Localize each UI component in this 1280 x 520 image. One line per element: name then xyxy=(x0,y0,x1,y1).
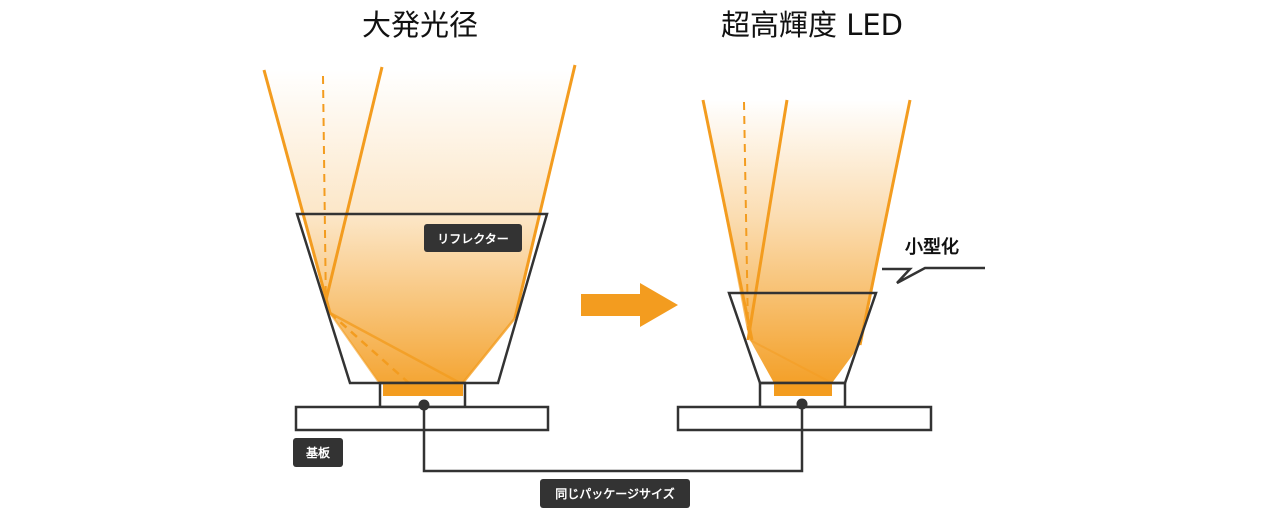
reflector-label: リフレクター xyxy=(424,224,522,252)
package-size-connector xyxy=(422,404,804,473)
beam-ray-lower-left xyxy=(329,312,381,385)
title-large-emitting-diameter: 大発光径 xyxy=(362,8,478,42)
title-high-brightness-led: 超高輝度 LED xyxy=(721,8,903,42)
emitter-large xyxy=(383,384,463,396)
arrow-right-icon xyxy=(581,283,678,327)
light-beam-right xyxy=(703,100,910,383)
miniaturized-callout-text: 小型化 xyxy=(905,236,959,258)
light-beam-left xyxy=(264,65,575,384)
beam-ray-left-outer xyxy=(262,69,332,314)
beam-ray-right-lower xyxy=(461,317,516,385)
beam-ray-left-inner-right xyxy=(746,99,789,341)
substrate-right xyxy=(676,405,933,432)
beam-ray-right-right xyxy=(858,99,912,346)
large-emitter-diagram: 大発光径 リフレクター 基板 xyxy=(262,8,577,467)
reflected-ray xyxy=(329,311,463,386)
beam-ray-left-outer-right xyxy=(701,99,754,341)
substrate-label: 基板 xyxy=(293,438,343,467)
reflected-ray-right xyxy=(749,339,833,384)
callout-pointer xyxy=(882,266,985,285)
reflector-label-text: リフレクター xyxy=(437,232,509,246)
emitter-small xyxy=(774,384,832,396)
beam-ray-right xyxy=(513,64,577,319)
optical-axis-dashed-right xyxy=(743,101,749,331)
high-brightness-led-diagram: 超高輝度 LED 小型化 xyxy=(676,8,985,432)
same-package-size-label: 同じパッケージサイズ xyxy=(540,479,690,508)
reflected-ray-dashed xyxy=(329,312,411,385)
miniaturized-callout: 小型化 xyxy=(882,236,985,285)
reflector-left xyxy=(295,212,549,385)
optical-axis-dashed xyxy=(322,75,327,311)
beam-ray-left-inner xyxy=(324,66,384,301)
substrate-label-text: 基板 xyxy=(305,445,331,460)
substrate-left xyxy=(294,405,550,432)
same-package-size-label-text: 同じパッケージサイズ xyxy=(555,486,674,501)
